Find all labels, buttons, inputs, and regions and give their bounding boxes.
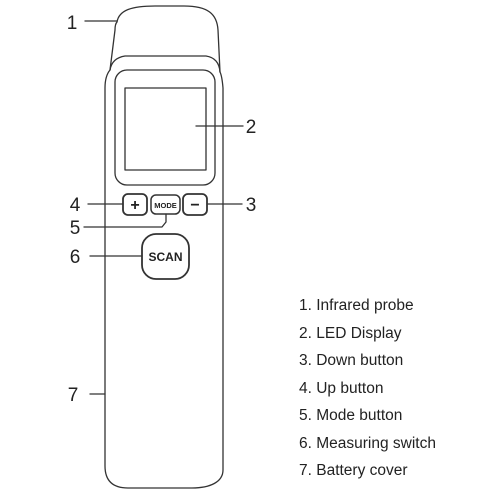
callout-3: 3 bbox=[246, 195, 257, 216]
legend-item-measuring-switch: 6. Measuring switch bbox=[299, 434, 436, 452]
legend-item-probe: 1. Infrared probe bbox=[299, 297, 414, 314]
legend-item-display: 2. LED Display bbox=[299, 324, 402, 342]
callout-6: 6 bbox=[70, 247, 81, 268]
parts-legend: 1. Infrared probe 2. LED Display 3. Down… bbox=[299, 292, 436, 485]
infrared-probe bbox=[109, 55, 221, 73]
led-display bbox=[124, 87, 207, 171]
callout-1: 1 bbox=[67, 13, 78, 34]
callout-5: 5 bbox=[70, 218, 81, 239]
down-button[interactable] bbox=[182, 193, 208, 216]
down-button-symbol: − bbox=[190, 197, 199, 214]
legend-item-up-button: 4. Up button bbox=[299, 379, 384, 397]
leader-line-5 bbox=[83, 213, 167, 228]
mode-button-label: MODE bbox=[154, 201, 177, 210]
scan-button-label: SCAN bbox=[148, 250, 182, 264]
display-bezel bbox=[114, 69, 216, 186]
up-button-symbol: + bbox=[130, 197, 139, 214]
legend-item-mode-button: 5. Mode button bbox=[299, 407, 403, 424]
callout-2: 2 bbox=[246, 117, 257, 138]
legend-item-down-button: 3. Down button bbox=[299, 352, 404, 369]
legend-item-battery-cover: 7. Battery cover bbox=[299, 462, 408, 479]
device-body bbox=[104, 5, 224, 489]
callout-7: 7 bbox=[68, 385, 79, 406]
callout-4: 4 bbox=[70, 195, 81, 216]
